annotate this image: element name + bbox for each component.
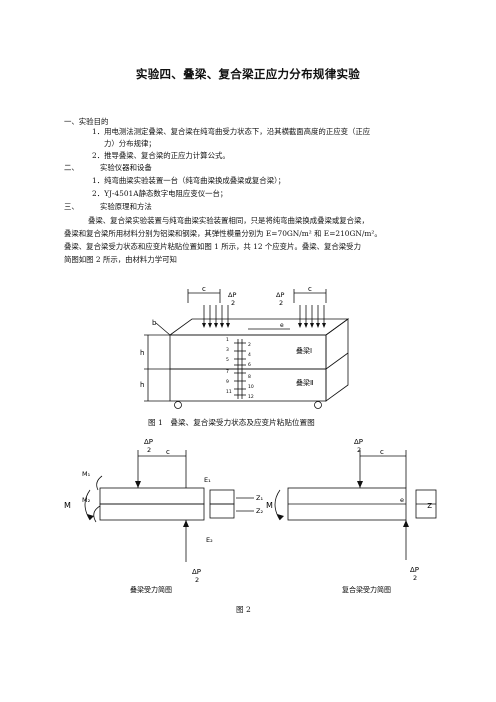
fig2-right-two-bottom: 2 — [413, 574, 417, 582]
principle-line-3: 叠梁、复合梁受力状态和应变片粘贴位置如图 1 所示，共 12 个应变片。叠梁、复… — [64, 242, 361, 251]
fig1-gauge-11: 11 — [226, 389, 232, 395]
section-principle-heading: 实验原理和方法 — [100, 202, 152, 211]
figure2-caption: 图 2 — [236, 605, 251, 614]
fig2-left-two-bottom: 2 — [195, 576, 199, 584]
fig1-gauge-8: 8 — [248, 374, 251, 380]
section-purpose-heading: 一、实验目的 — [64, 117, 109, 126]
fig2-right-two-top: 2 — [357, 446, 361, 454]
section-principle-number: 三、 — [64, 202, 79, 211]
fig2-left-two-top: 2 — [147, 446, 151, 454]
fig2-right-e: e — [400, 496, 404, 504]
fig1-dp-left-label: ΔP — [228, 291, 236, 299]
fig2-left-dp-bottom: ΔP — [192, 568, 201, 576]
figure1-beam-diagram: c c ΔP 2 ΔP 2 b h h e 叠梁Ⅰ 叠梁Ⅱ 1234567891… — [140, 285, 350, 409]
equipment-item-1: 1．纯弯曲梁实验装置一台（纯弯曲梁换成叠梁或复合梁）； — [92, 176, 286, 185]
fig2-right-dp-top: ΔP — [354, 438, 363, 446]
purpose-item-1: 1．用电测法测定叠梁、复合梁在纯弯曲受力状态下，沿其横截面高度的正应变（正应 — [92, 127, 371, 136]
fig1-b-label: b — [152, 319, 157, 327]
fig1-c-right-label: c — [308, 285, 312, 293]
fig1-two-left-label: 2 — [231, 299, 235, 307]
fig1-gauge-1: 1 — [226, 337, 229, 343]
fig1-h-top-label: h — [140, 349, 144, 357]
fig2-left-caption: 叠梁受力简图 — [130, 585, 172, 594]
fig1-gauge-9: 9 — [226, 379, 229, 385]
fig2-left-E1: E₁ — [204, 476, 211, 484]
fig2-left-c: c — [166, 448, 170, 456]
fig1-gauge-5: 5 — [226, 357, 229, 363]
fig1-gauge-6: 6 — [248, 362, 251, 368]
fig1-beam1-label: 叠梁Ⅰ — [296, 346, 312, 355]
fig1-h-bottom-label: h — [140, 381, 144, 389]
page-title: 实验四、叠梁、复合梁正应力分布规律实验 — [135, 67, 361, 81]
fig1-gauge-2: 2 — [248, 342, 251, 348]
fig1-two-right-label: 2 — [279, 299, 283, 307]
fig2-left-M2: M₂ — [82, 496, 91, 504]
fig1-gauge-4: 4 — [248, 352, 251, 358]
purpose-item-1-cont: 力）分布规律； — [104, 139, 156, 148]
fig2-right-caption: 复合梁受力简图 — [342, 585, 391, 594]
equipment-item-2: 2．YJ-4501A静态数字电阻应变仪一台； — [92, 189, 228, 198]
fig2-left-dp-top: ΔP — [144, 438, 153, 446]
fig2-right-M: M — [266, 501, 273, 510]
fig2-left-E2: E₂ — [206, 536, 213, 544]
fig1-e-label: e — [280, 322, 284, 329]
fig2-left-M: M — [64, 501, 71, 510]
principle-line-4: 简图如图 2 所示，由材料力学可知 — [64, 255, 177, 264]
fig1-beam2-label: 叠梁Ⅱ — [296, 378, 313, 387]
fig2-right-dp-bottom: ΔP — [410, 566, 419, 574]
fig1-gauge-3: 3 — [226, 347, 229, 353]
fig2-right-c: c — [380, 448, 384, 456]
principle-line-1: 叠梁、复合梁实验装置与纯弯曲梁实验装置相同，只是将纯弯曲梁换成叠梁或复合梁， — [88, 216, 369, 225]
fig2-left-Z1: Z₁ — [256, 494, 263, 502]
figure1-caption: 图 1 叠梁、复合梁受力状态及应变片粘贴位置图 — [148, 418, 315, 427]
fig2-left-M1: M₁ — [82, 470, 91, 478]
fig1-gauge-7: 7 — [226, 369, 229, 375]
purpose-item-2: 2．推导叠梁、复合梁的正应力计算公式。 — [92, 151, 230, 160]
section-equipment-number: 二、 — [64, 163, 79, 172]
fig1-gauge-12: 12 — [248, 394, 254, 400]
fig1-dp-right-label: ΔP — [276, 291, 284, 299]
section-equipment-heading: 实验仪器和设备 — [100, 163, 152, 172]
fig2-left-Z2: Z₂ — [256, 507, 263, 515]
fig1-gauge-10: 10 — [248, 384, 254, 390]
fig1-c-left-label: c — [202, 285, 206, 293]
fig2-right-Z: Z — [427, 502, 432, 510]
principle-line-2: 叠梁和复合梁所用材料分别为铝梁和钢梁，其弹性模量分别为 E=70GN/m² 和 … — [64, 229, 382, 238]
figure2-force-diagrams: ΔP 2 c M M₁ M₂ E₁ E₂ Z₁ Z₂ ΔP 2 叠梁受力简图 Δ… — [64, 438, 437, 594]
